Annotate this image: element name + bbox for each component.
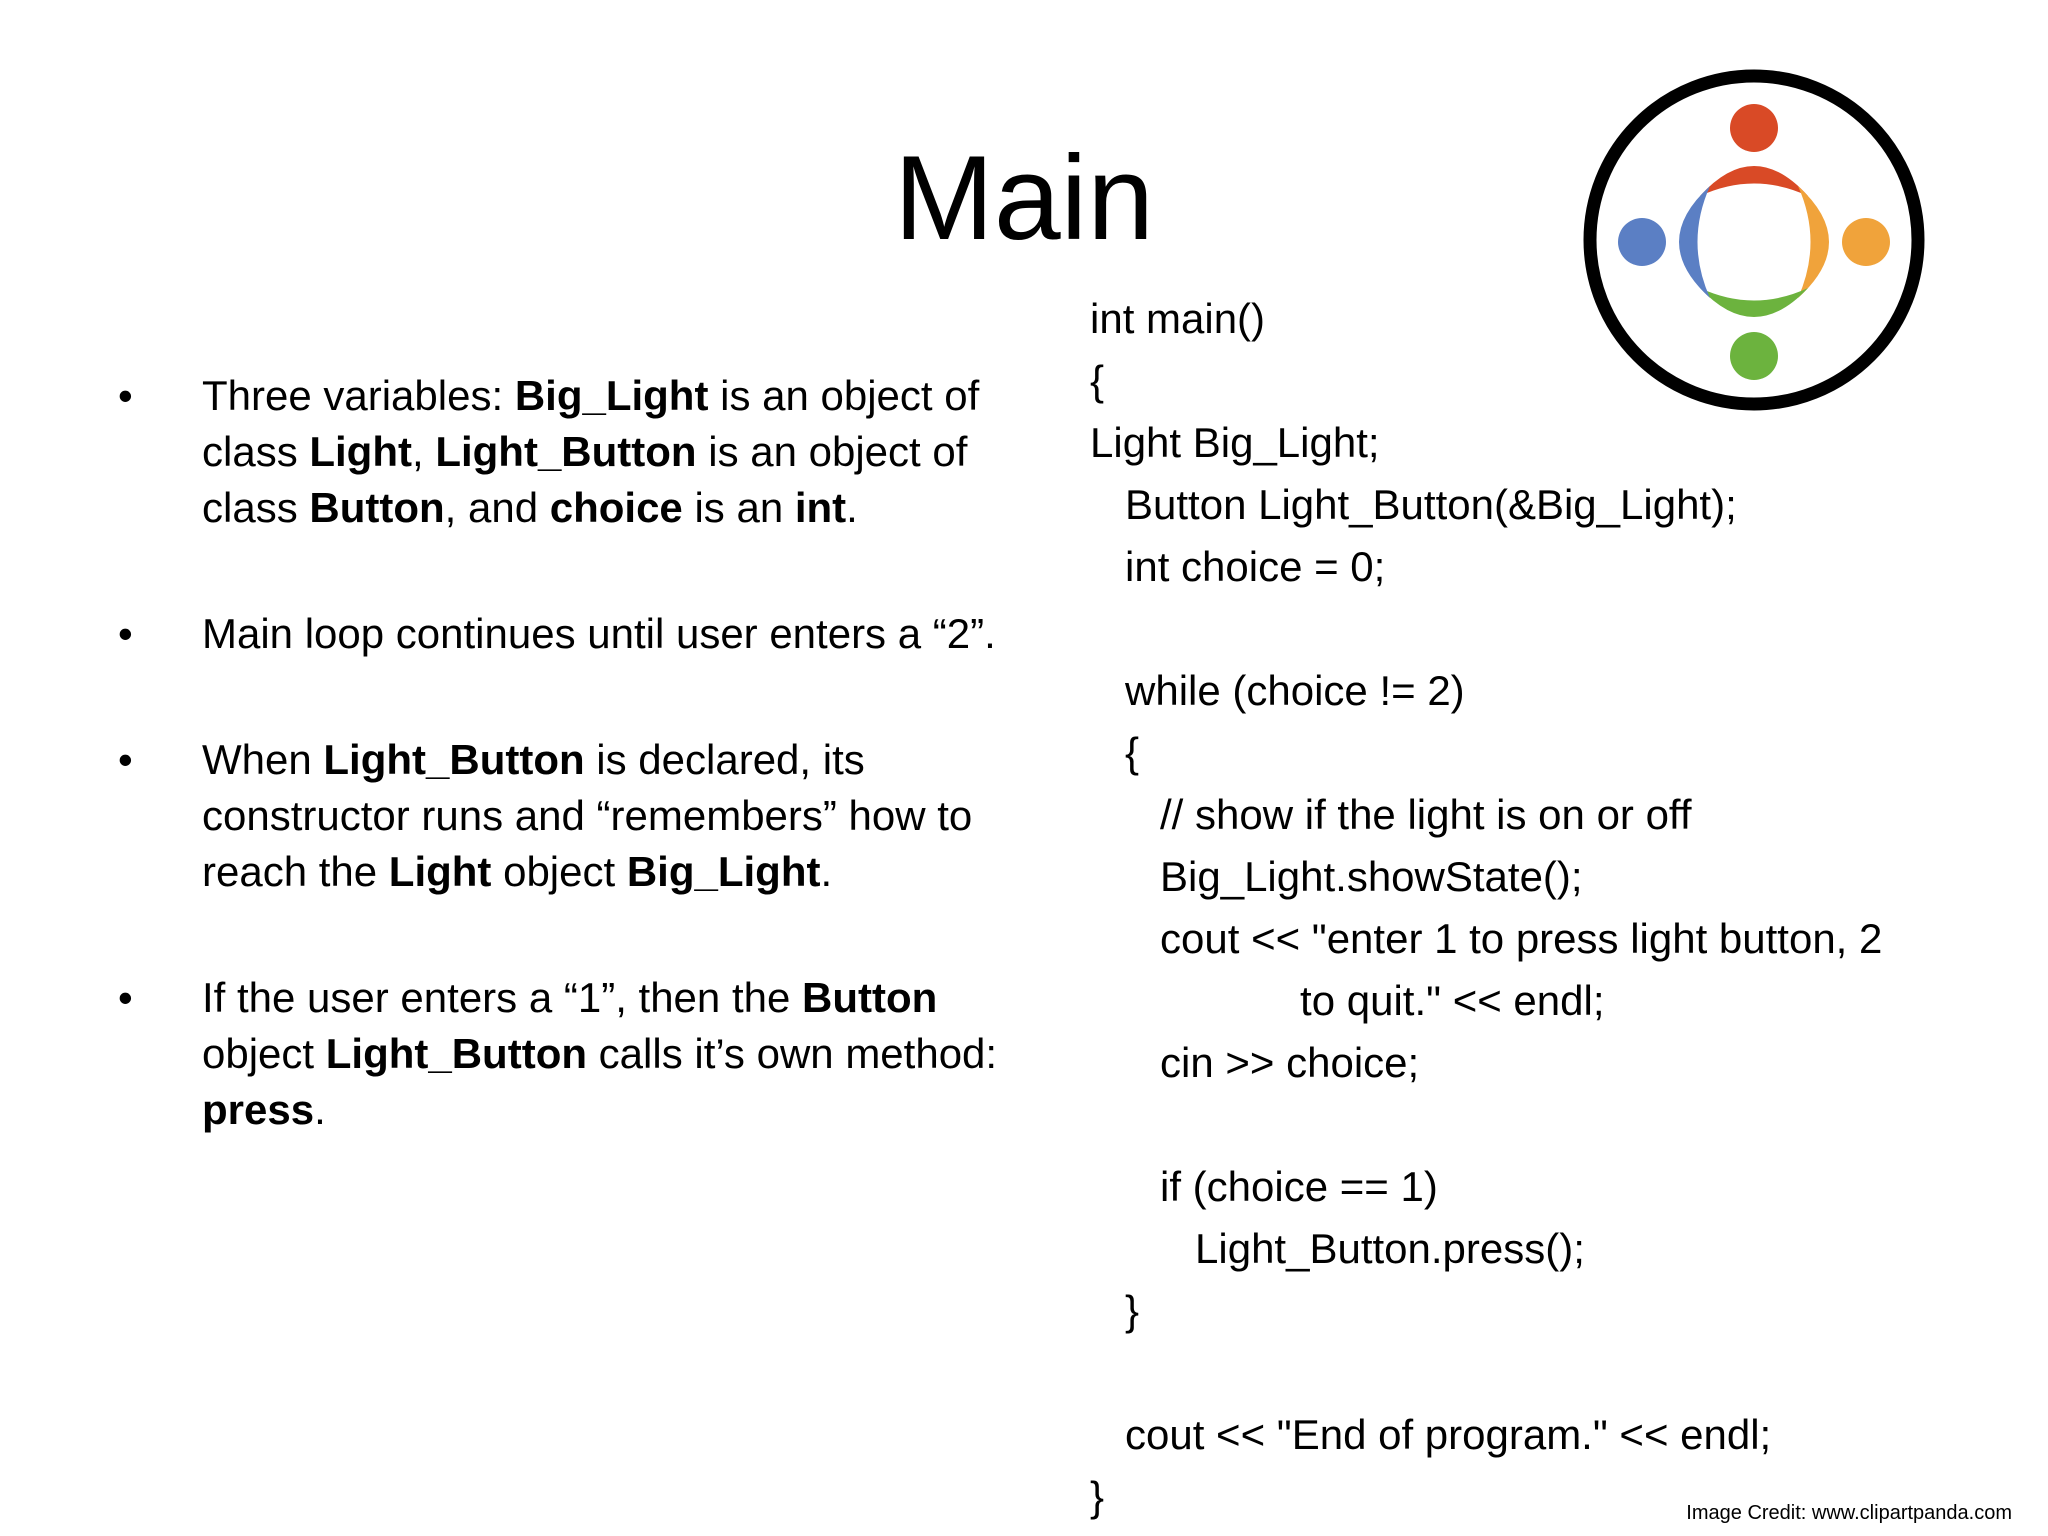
bullet-dot: • bbox=[118, 610, 133, 657]
bold-term: Button bbox=[802, 974, 938, 1021]
code-line: Button Light_Button(&Big_Light); bbox=[1090, 481, 1737, 528]
code-line: cout << "enter 1 to press light button, … bbox=[1090, 915, 1883, 962]
logo-ring bbox=[1583, 69, 1925, 411]
code-line: Light_Button.press(); bbox=[1090, 1225, 1585, 1272]
bullet-text: is declared, its constructor runs and “r… bbox=[202, 736, 973, 895]
code-line: { bbox=[1090, 357, 1105, 404]
bold-term: Light_Button bbox=[323, 736, 585, 783]
bullet-dot: • bbox=[118, 974, 133, 1021]
person-left bbox=[1618, 186, 1710, 298]
bullet-text: . bbox=[314, 1086, 326, 1133]
bullet-text: . bbox=[846, 484, 858, 531]
person-bottom bbox=[1700, 288, 1808, 380]
code-line: { bbox=[1090, 729, 1140, 776]
person-top bbox=[1700, 104, 1808, 196]
bullet-text: is an object of class bbox=[202, 372, 980, 475]
code-line: Big_Light.showState(); bbox=[1090, 853, 1583, 900]
bullet-text: . bbox=[820, 848, 833, 895]
bold-term: Big_Light bbox=[626, 848, 821, 895]
image-credit: Image Credit: www.clipartpanda.com bbox=[1686, 1502, 2012, 1524]
bullet-dot: • bbox=[118, 372, 133, 419]
bullet-text: If the user enters a “1”, then the bbox=[202, 974, 802, 1021]
code-block: int main() { Light Big_Light; Button Light… bbox=[1090, 288, 2040, 1528]
bullet-text: is an object of class bbox=[202, 428, 968, 531]
code-line bbox=[1090, 1094, 2040, 1156]
bold-term: Big_Light bbox=[514, 372, 709, 419]
person-right bbox=[1798, 186, 1890, 298]
code-line: } bbox=[1090, 1287, 1140, 1334]
code-line: if (choice == 1) bbox=[1090, 1163, 1438, 1210]
bullet-item: • When Light_Button is declared, its cons… bbox=[118, 732, 1018, 900]
code-line bbox=[1090, 1342, 2040, 1404]
bold-term: Button bbox=[309, 484, 445, 531]
bold-term: Light bbox=[388, 848, 492, 895]
code-line: cin >> choice; bbox=[1090, 1039, 1420, 1086]
bullet-item: • Main loop continues until user enters a… bbox=[118, 606, 1018, 662]
bullet-text: When bbox=[202, 736, 324, 783]
bold-term: Light_Button bbox=[435, 428, 697, 475]
code-line: int main() bbox=[1090, 295, 1266, 342]
bullet-item: • Three variables: Big_Light is an object… bbox=[118, 368, 1018, 536]
bullet-text: Main loop continues until user enters a … bbox=[202, 610, 996, 657]
bullet-dot: • bbox=[118, 736, 133, 783]
code-line: } bbox=[1090, 1473, 1105, 1520]
bullet-text: object bbox=[491, 848, 627, 895]
people-circle-icon bbox=[1583, 69, 1925, 411]
bold-term: int bbox=[794, 484, 847, 531]
code-line: // show if the light is on or off bbox=[1090, 791, 1692, 838]
bullet-item: • If the user enters a “1”, then the Butt… bbox=[118, 970, 1018, 1138]
bold-term: choice bbox=[549, 484, 683, 531]
code-line bbox=[1090, 598, 2040, 660]
bullet-text: is an bbox=[682, 484, 795, 531]
bold-term: Light_Button bbox=[325, 1030, 587, 1077]
bold-term: press bbox=[202, 1086, 315, 1133]
slide-title: Main bbox=[893, 131, 1155, 265]
code-line: cout << "End of program." << endl; bbox=[1090, 1411, 1772, 1458]
bullet-text: , bbox=[411, 428, 436, 475]
bullet-text: , and bbox=[444, 484, 550, 531]
code-line: to quit." << endl; bbox=[1090, 977, 1605, 1024]
code-line: int choice = 0; bbox=[1090, 543, 1386, 590]
bullet-text: Three variables: bbox=[202, 372, 515, 419]
bold-term: Light bbox=[309, 428, 412, 475]
bullet-list: • Three variables: Big_Light is an object… bbox=[118, 368, 1018, 1208]
bullet-text: calls it’s own method: bbox=[587, 1030, 998, 1077]
code-line: Light Big_Light; bbox=[1090, 419, 1380, 466]
bullet-text: object bbox=[202, 1030, 326, 1077]
code-line: while (choice != 2) bbox=[1090, 667, 1465, 714]
